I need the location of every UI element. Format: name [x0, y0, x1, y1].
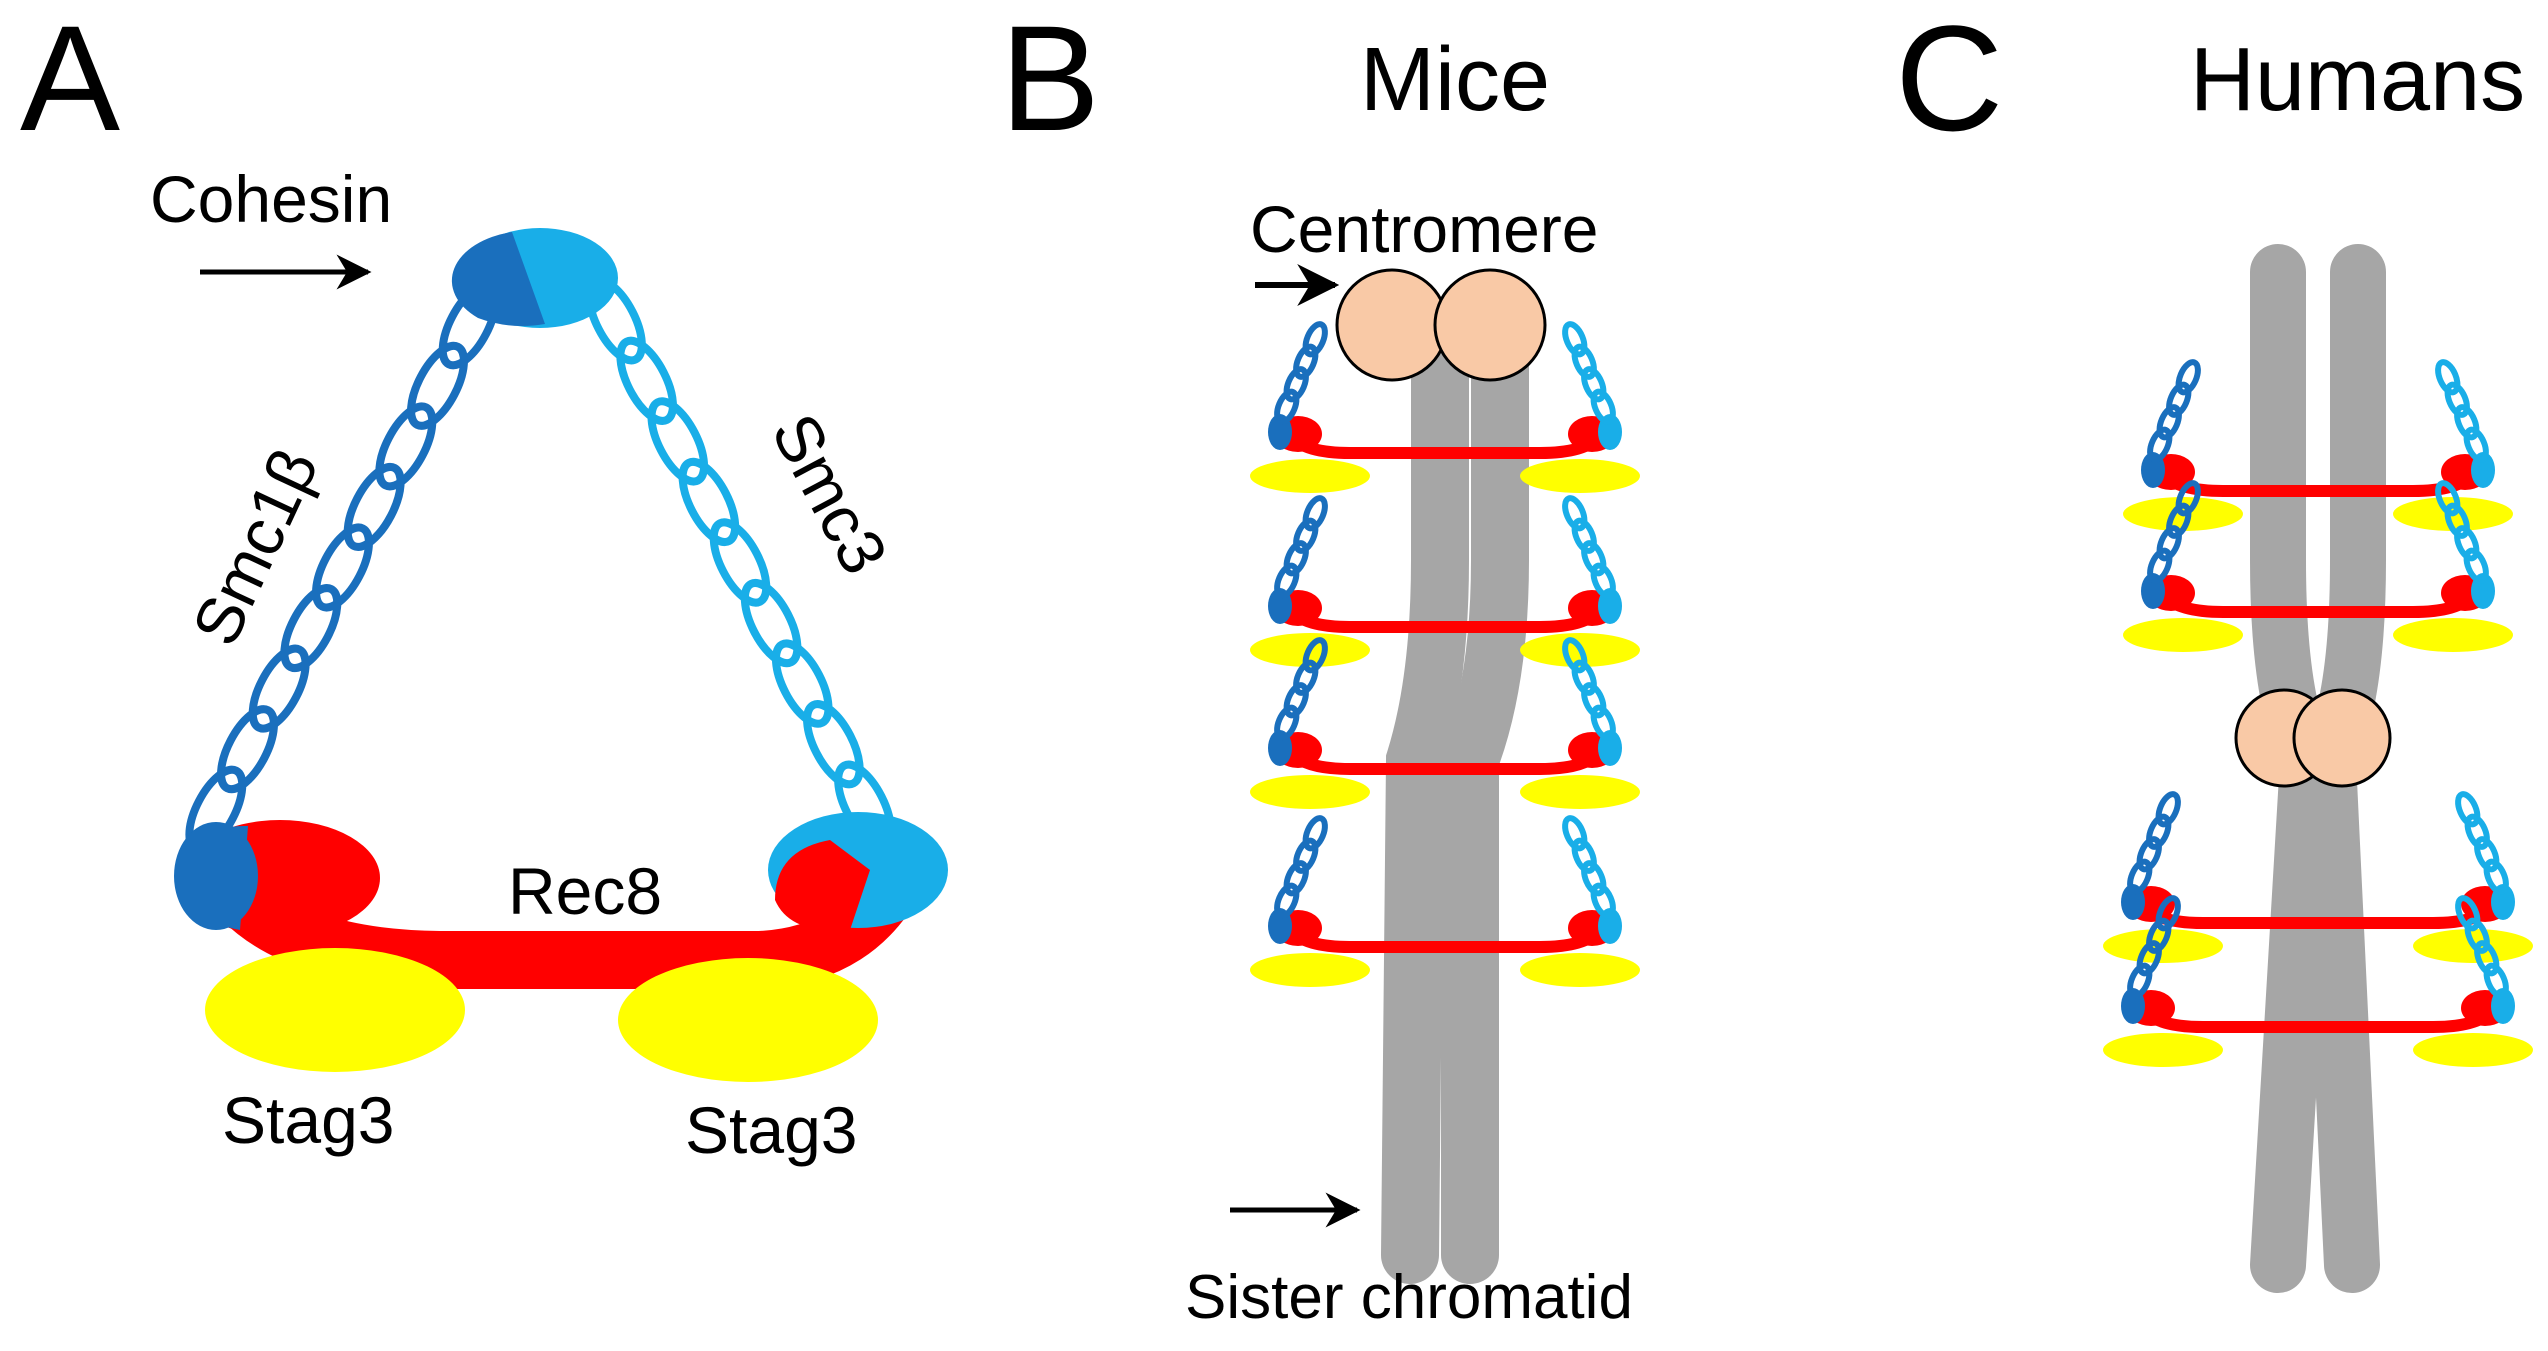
mice-cohesin-ring [1250, 637, 1640, 809]
mice-cohesin-ring [1250, 815, 1640, 987]
panel-b: B Mice Centromere Sister chromatid [1000, 0, 1640, 1332]
panel-c-letter: C [1895, 0, 2003, 162]
stag3-left-label: Stag3 [222, 1083, 394, 1157]
stag3-right-shape [618, 958, 878, 1082]
smc3-label: Smc3 [758, 402, 903, 586]
sister-chromatid-label: Sister chromatid [1185, 1263, 1633, 1332]
rec8-label: Rec8 [508, 854, 662, 928]
smc3-head [768, 812, 948, 931]
smc1-label: Smc1β [178, 437, 332, 656]
mice-cohesin-rings [1250, 321, 1640, 987]
centromere-label: Centromere [1250, 192, 1598, 266]
stag3-left-shape [205, 948, 465, 1072]
panel-c-title: Humans [2190, 30, 2525, 130]
stag3-right-label: Stag3 [685, 1093, 857, 1167]
smc1-head [174, 820, 380, 936]
human-cohesin-ring [2123, 359, 2513, 531]
cohesin-label: Cohesin [150, 162, 392, 236]
human-cohesin-ring [2123, 480, 2513, 652]
smc3-arm [585, 276, 895, 849]
hinge-domain [451, 228, 618, 328]
panel-a-letter: A [20, 0, 120, 162]
panel-b-title: Mice [1360, 30, 1550, 130]
smc1-arm [185, 281, 500, 854]
mice-cohesin-ring [1250, 321, 1640, 493]
mice-cohesin-ring [1250, 495, 1640, 667]
human-cohesin-rings [2103, 359, 2533, 1067]
panel-c: C Humans [1895, 0, 2533, 1293]
mice-centromere [1335, 268, 1547, 382]
panel-a: A Cohesin Rec8 Stag3 Stag3 [20, 0, 948, 1167]
panel-b-letter: B [1000, 0, 1100, 162]
human-centromere [2234, 688, 2392, 788]
human-cohesin-ring [2103, 895, 2533, 1067]
mice-chromatids [1381, 321, 1529, 1284]
